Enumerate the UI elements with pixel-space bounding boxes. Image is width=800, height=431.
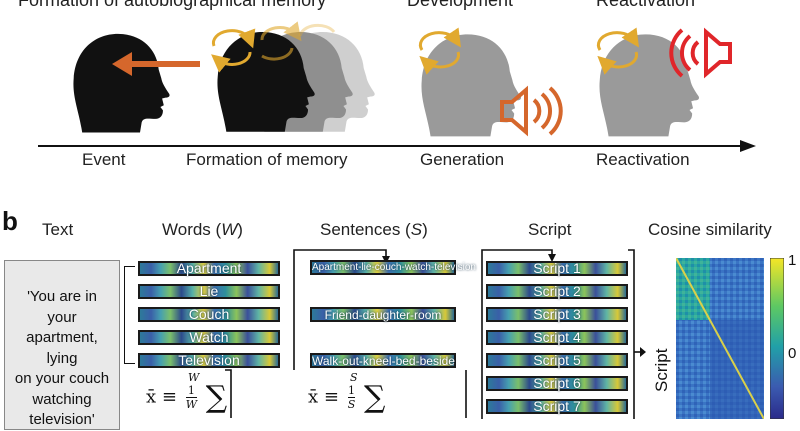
panel-a-illustration <box>38 21 756 152</box>
words-connector <box>225 369 232 418</box>
sentence-vector: Friend-daughter-room <box>310 307 456 322</box>
header-formation: Formation of autobiographical memory <box>18 0 327 10</box>
cosine-similarity-heatmap <box>676 258 764 419</box>
timeline-event: Event <box>82 150 126 169</box>
words-formula-upper: W <box>188 371 200 384</box>
word-vector: Apartment <box>138 260 280 276</box>
speaker-generation-icon <box>500 85 563 137</box>
development-rotation-icon <box>418 27 461 75</box>
speaker-reactivation-icon <box>669 27 732 79</box>
col-text: Text <box>42 220 74 239</box>
colorbar-tick-mid: 0 <box>788 345 797 362</box>
script-vector: Script 4 <box>486 329 628 345</box>
sentences-dots-icon <box>300 270 316 370</box>
colorbar <box>770 258 784 419</box>
sentences-script-connector <box>465 370 467 418</box>
script-vector: Script 6 <box>486 375 628 391</box>
word-vector: Lie <box>138 283 280 299</box>
word-vector: Watch <box>138 329 280 345</box>
script-vector: Script 7 <box>486 398 628 414</box>
colorbar-tick-top: 1 <box>788 252 797 269</box>
word-vector: Couch <box>138 306 280 322</box>
text-line: on your couch <box>14 370 110 387</box>
col-sentences: Sentences (S) <box>320 220 428 239</box>
col-words: Words (W) <box>162 220 243 239</box>
text-line: 'You are in <box>27 288 97 305</box>
script-vector: Script 3 <box>486 306 628 322</box>
sentence-vector: Walk-out-kneel-bed-beside <box>310 353 456 368</box>
timeline-arrowhead-icon <box>740 140 756 152</box>
text-line: watching <box>32 390 92 408</box>
col-cosine: Cosine similarity <box>648 220 772 239</box>
col-script: Script <box>528 220 572 239</box>
header-development: Development <box>407 0 514 10</box>
event-head-icon <box>73 33 170 133</box>
text-line: your <box>47 308 77 326</box>
heatmap-axis-label: Script <box>652 348 671 392</box>
words-bracket <box>124 266 135 364</box>
word-vector: Television <box>138 352 280 368</box>
sentences-formula-upper: S <box>350 371 358 384</box>
text-line: television' <box>29 411 95 428</box>
timeline-reactivation: Reactivation <box>596 150 690 169</box>
text-line: apartment, <box>26 329 98 346</box>
sentence-vector: Apartment-lie-couch-watch-television <box>310 260 476 275</box>
script-connector <box>481 249 646 419</box>
script-vector: Script 2 <box>486 283 628 299</box>
event-arrow-icon <box>112 52 200 76</box>
script-vector: Script 1 <box>486 260 628 276</box>
timeline-formation: Formation of memory <box>186 150 348 169</box>
text-line: lying <box>46 349 78 367</box>
text-excerpt-box: 'You are in your apartment, lying on you… <box>4 260 120 430</box>
panel-b-label: b <box>2 206 18 236</box>
header-reactivation: Reactivation <box>596 0 696 10</box>
timeline-generation: Generation <box>420 150 505 169</box>
script-vector: Script 5 <box>486 352 628 368</box>
rotation-arrows-icon <box>211 21 336 73</box>
reactivation-rotation-icon <box>596 27 639 75</box>
